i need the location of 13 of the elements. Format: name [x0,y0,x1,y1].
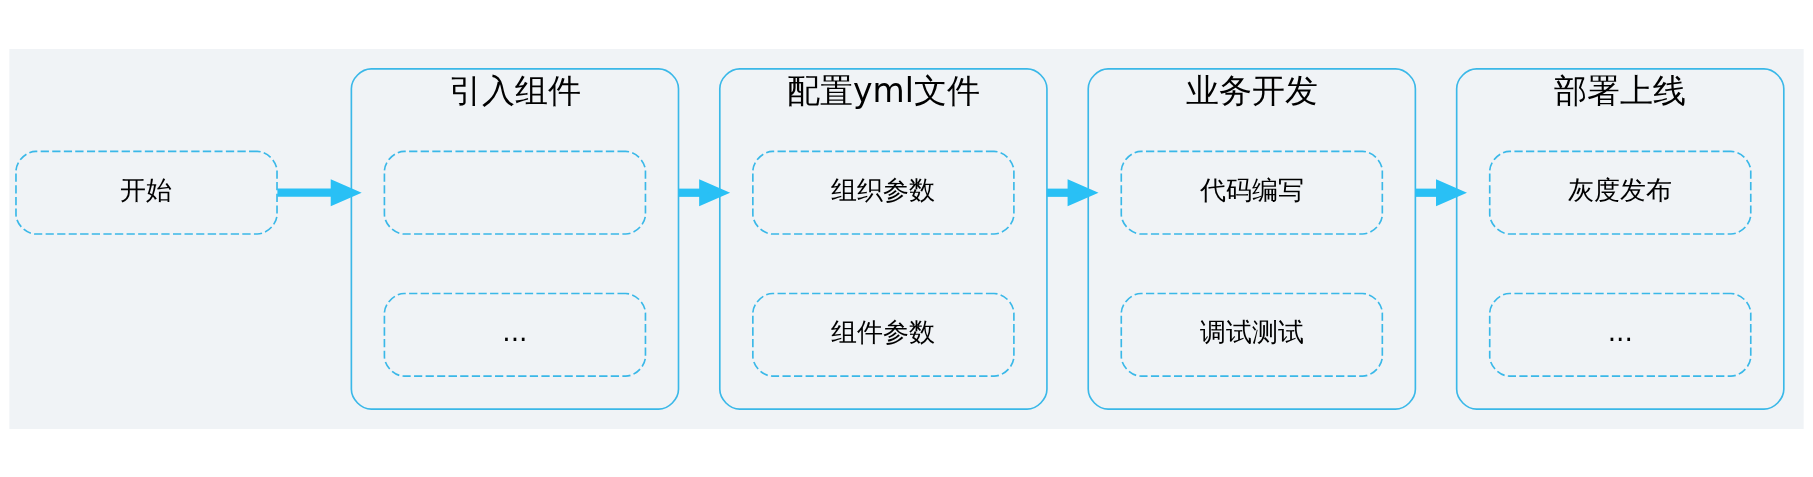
node-box: ... [1488,292,1752,377]
node-box: 灰度发布 [1488,150,1752,235]
node-box: 组件参数 [752,292,1015,377]
arrow [1415,178,1467,206]
node-box: 代码编写 [1120,150,1384,235]
arrow [277,178,362,206]
node-box [383,150,647,235]
node-box: 调试测试 [1120,292,1384,377]
node-box: 开始 [15,150,278,235]
arrow [1046,178,1099,206]
arrow [678,178,731,206]
node-box: 组织参数 [752,150,1015,235]
node-box: ... [383,292,647,377]
